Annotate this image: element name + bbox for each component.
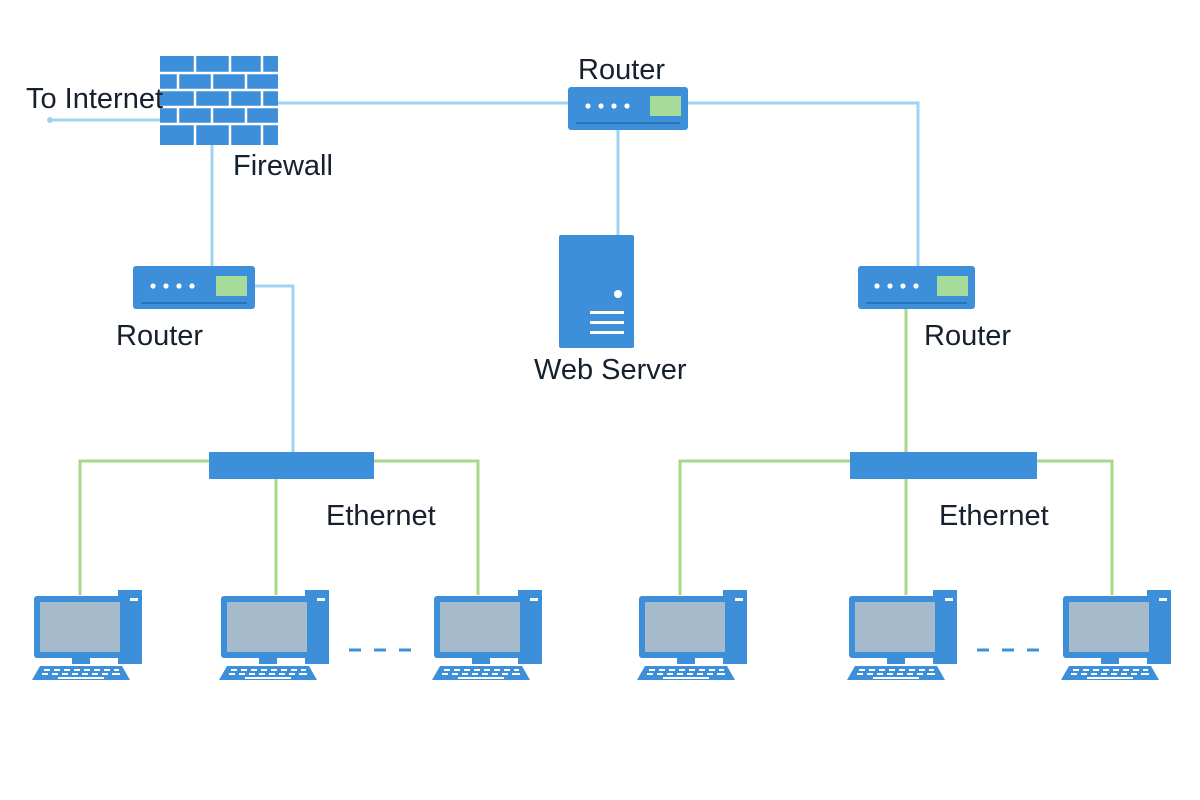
ethernet-left-branch-3 (374, 459, 480, 595)
desktop-computer-icon (847, 590, 957, 680)
desktop-computer-icon (637, 590, 747, 680)
ethernet-left-branch-1 (78, 459, 209, 595)
left-router-to-switch-line (255, 284, 295, 452)
ethernet-right-label: Ethernet (939, 500, 1049, 532)
router-icon (133, 266, 255, 309)
top-router-to-right-router-line (688, 101, 920, 268)
web-server-label: Web Server (534, 354, 687, 386)
desktop-computer-icon (32, 590, 142, 680)
ethernet-left-label: Ethernet (326, 500, 436, 532)
uplink-lines (50, 101, 920, 452)
router-icon (568, 87, 688, 130)
right-router-label: Router (924, 320, 1012, 352)
ethernet-right-branch-3 (1037, 459, 1114, 595)
switch-icon (850, 452, 1037, 479)
firewall-icon (160, 56, 278, 145)
router-icon (858, 266, 975, 309)
desktop-computer-icon (1061, 590, 1171, 680)
to-internet-label: To Internet (26, 83, 164, 115)
server-icon (559, 235, 634, 348)
ethernet-lines (78, 459, 1114, 595)
switch-icon (209, 452, 374, 479)
ethernet-right-branch-1 (678, 459, 850, 595)
left-router-label: Router (116, 320, 204, 352)
desktop-computer-icon (219, 590, 329, 680)
internet-endpoint (47, 117, 53, 123)
desktop-computer-icon (432, 590, 542, 680)
top-router-label: Router (578, 54, 666, 86)
firewall-label: Firewall (233, 150, 333, 182)
